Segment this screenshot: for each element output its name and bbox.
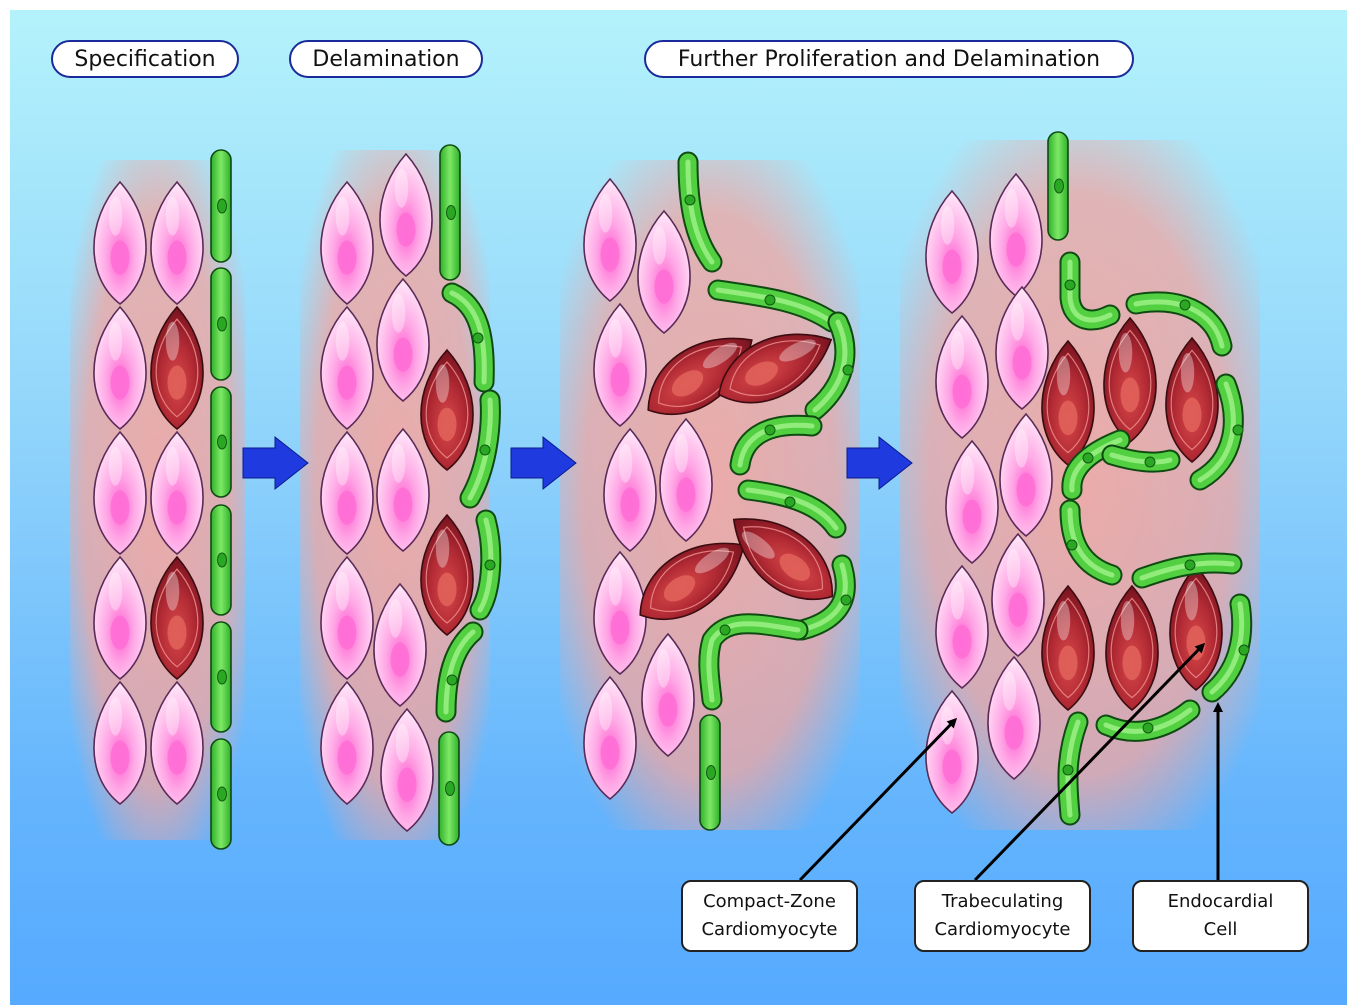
callout-trabeculating-cardiomyocyte: Trabeculating Cardiomyocyte bbox=[914, 880, 1091, 952]
endocardial-cell bbox=[211, 150, 231, 262]
stage-label-delamination: Delamination bbox=[289, 40, 483, 78]
callout-compact-line1: Compact-Zone bbox=[703, 888, 836, 916]
stage-transition-arrow bbox=[243, 437, 308, 489]
callout-compact-line2: Cardiomyocyte bbox=[701, 916, 837, 944]
endocardial-cell bbox=[440, 145, 460, 280]
endocardial-cell bbox=[1063, 722, 1078, 815]
callout-trabeculating-line2: Cardiomyocyte bbox=[934, 916, 1070, 944]
endocardial-cell bbox=[211, 505, 231, 615]
endocardial-cell bbox=[1112, 455, 1170, 467]
endocardial-cell bbox=[211, 268, 231, 380]
callout-endocardial-line2: Cell bbox=[1204, 916, 1238, 944]
stage-label-further-proliferation: Further Proliferation and Delamination bbox=[644, 40, 1134, 78]
endocardial-cell bbox=[700, 715, 720, 830]
endocardial-cell bbox=[211, 622, 231, 732]
callout-endocardial-cell: Endocardial Cell bbox=[1132, 880, 1309, 952]
endocardial-cell bbox=[211, 387, 231, 497]
endocardial-cell bbox=[1048, 132, 1068, 240]
endocardial-cell bbox=[439, 732, 459, 845]
callout-trabeculating-line1: Trabeculating bbox=[942, 888, 1064, 916]
endocardial-cell bbox=[480, 520, 495, 610]
endocardial-cell bbox=[211, 739, 231, 849]
stage-label-specification: Specification bbox=[51, 40, 239, 78]
callout-endocardial-line1: Endocardial bbox=[1168, 888, 1274, 916]
callout-compact-zone-cardiomyocyte: Compact-Zone Cardiomyocyte bbox=[681, 880, 858, 952]
